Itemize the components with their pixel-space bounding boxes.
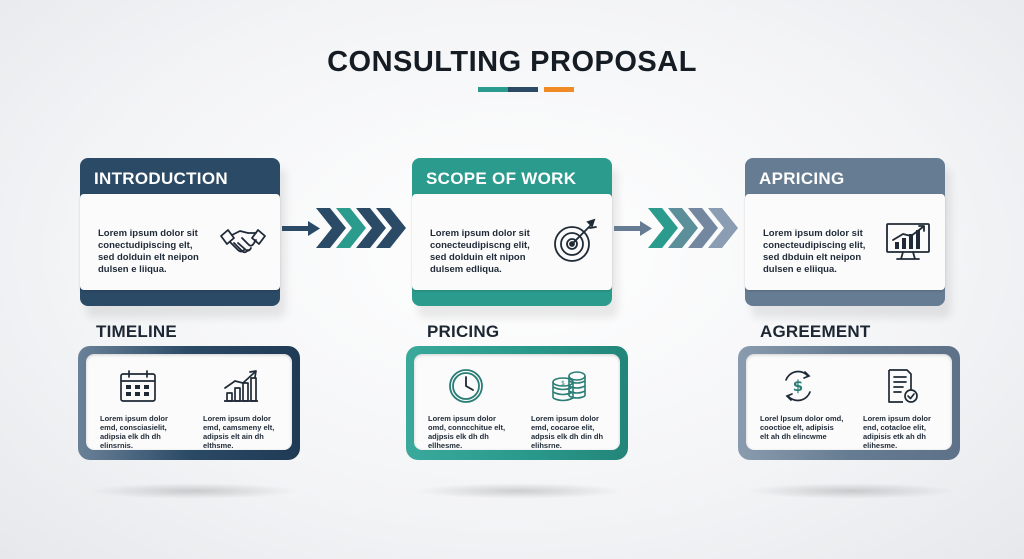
floor-shadow <box>414 483 624 499</box>
section-label-agreement: AGREEMENT <box>760 322 871 341</box>
clock-icon <box>448 369 483 403</box>
chart-monitor-icon <box>886 223 930 260</box>
panel-item-text: Lorem ipsum dolor emd, cocaroe elit, adp… <box>531 414 604 450</box>
step-card-introduction: INTRODUCTION Lorem ipsum dolor sit conec… <box>80 158 286 318</box>
coins-icon: $ <box>551 371 586 402</box>
floor-shadow <box>746 483 956 499</box>
handshake-icon <box>220 229 266 254</box>
step-description: Lorem ipsum dolor sit conecteudipiscing … <box>763 228 866 275</box>
flow-arrow <box>614 208 738 248</box>
flow-arrow <box>282 208 406 248</box>
dollar-cycle-icon: $ <box>784 370 811 402</box>
panel-item: Lorem ipsum dolor emd, camsmeny elt, adi… <box>189 354 292 450</box>
panel-item: $ Lorem ipsum dolor emd, cocaroe elit, a… <box>517 354 620 450</box>
growth-chart-icon <box>223 370 258 402</box>
section-panel-agreement: $ Lorel lpsum dolor omd, cooctioe elt, a… <box>738 346 960 460</box>
panel-item-text: Lorem ipsum dolor emd, consciasielit, ad… <box>100 414 168 450</box>
section-label-timeline: TIMELINE <box>96 322 177 341</box>
section-panel-timeline: Lorem ipsum dolor emd, consciasielit, ad… <box>78 346 300 460</box>
section-panel-pricing: Lorem ipsum dolor omd, conncchitue elt, … <box>406 346 628 460</box>
panel-item-text: Lorem ipsum dolor omd, conncchitue elt, … <box>428 414 506 450</box>
page-title: CONSULTING PROPOSAL <box>327 46 697 78</box>
title-underline <box>478 87 574 92</box>
panel-item: Lorem ipsum dolor emd, consciasielit, ad… <box>86 354 189 450</box>
floor-shadow <box>88 483 298 499</box>
document-badge-icon <box>887 369 918 403</box>
target-icon <box>554 218 597 262</box>
step-description: Lorem ipsum dolor sit conectudipiscing e… <box>98 228 199 275</box>
panel-item-text: Lorem ipsum dolor end, cotacloe elit, ad… <box>863 414 931 450</box>
panel-item-text: Lorem ipsum dolor emd, camsmeny elt, adi… <box>203 414 275 450</box>
svg-text:$: $ <box>561 380 565 387</box>
panel-item: Lorem ipsum dolor omd, conncchitue elt, … <box>414 354 517 450</box>
svg-text:$: $ <box>792 377 802 395</box>
panel-item: Lorem ipsum dolor end, cotacloe elit, ad… <box>849 354 952 450</box>
step-description: Lorem ipsum dolor sit conecteudipiscng e… <box>430 228 530 275</box>
calendar-icon <box>119 370 156 402</box>
section-label-pricing: PRICING <box>427 322 500 341</box>
panel-item-text: Lorel lpsum dolor omd, cooctioe elt, adi… <box>760 414 844 441</box>
step-card-scope-of-work: SCOPE OF WORK Lorem ipsum dolor sit cone… <box>412 158 618 318</box>
step-card-apricing: APRICING Lorem ipsum dolor sit conecteud… <box>745 158 951 318</box>
panel-item: $ Lorel lpsum dolor omd, cooctioe elt, a… <box>746 354 849 450</box>
